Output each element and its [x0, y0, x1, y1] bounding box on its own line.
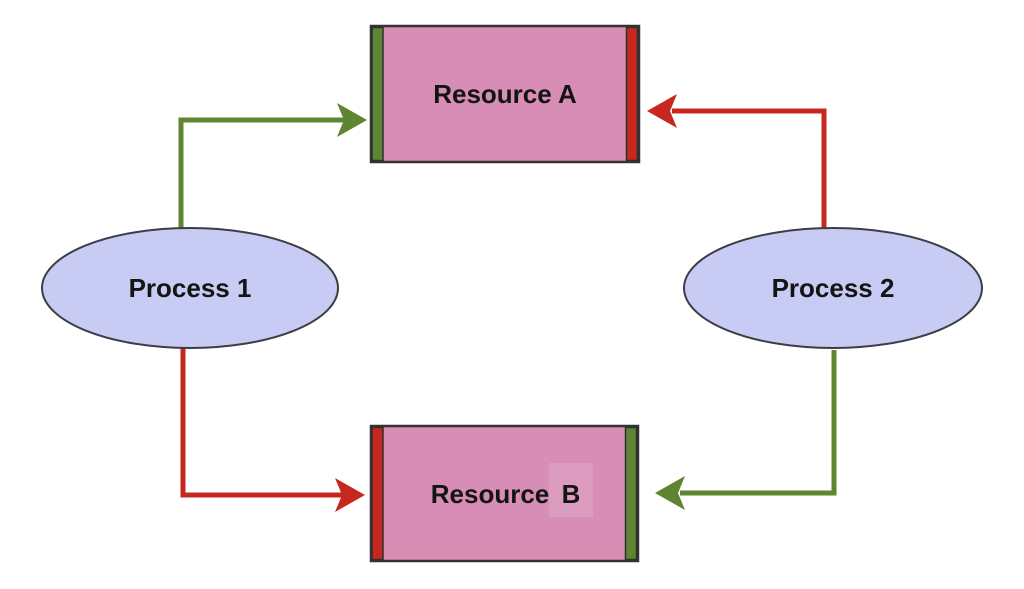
process-1-label: Process 1 — [129, 273, 252, 303]
edge-process2-to-resourceA-line — [672, 108, 827, 233]
edge-process1-to-resourceB-arrowhead-icon — [335, 478, 365, 512]
process-2-label: Process 2 — [772, 273, 895, 303]
edge-process1-to-resourceA-arrowhead-icon — [337, 103, 367, 137]
resource-b-label: Resource — [431, 479, 550, 509]
process-2-ellipse — [683, 227, 983, 349]
node-process-2: Process 2 — [683, 227, 983, 349]
resource-b-red-strip — [371, 426, 384, 561]
resource-a-green-strip — [371, 26, 384, 162]
edge-process1-to-resourceA — [178, 103, 367, 232]
resource-b-box — [369, 424, 640, 563]
resource-b-label-letter: B — [562, 479, 581, 509]
resource-b-highlight-patch — [549, 463, 593, 517]
edge-process1-to-resourceB — [180, 340, 365, 512]
node-resource-b: Resource B — [369, 424, 640, 563]
resource-a-red-strip — [625, 26, 639, 162]
edge-process2-to-resourceA-arrowhead-icon — [647, 94, 677, 128]
edge-process1-to-resourceB-line — [180, 340, 344, 498]
resource-a-label: Resource A — [433, 79, 577, 109]
node-process-1: Process 1 — [41, 227, 339, 349]
resource-a-box — [369, 24, 641, 164]
edge-process1-to-resourceA-line — [178, 117, 346, 232]
edge-process2-to-resourceB-line — [680, 350, 837, 496]
process-1-ellipse — [41, 227, 339, 349]
edge-process2-to-resourceB — [655, 350, 837, 510]
node-resource-a: Resource A — [369, 24, 641, 164]
edge-process2-to-resourceA — [647, 94, 827, 233]
resource-b-green-strip — [624, 426, 638, 561]
edge-process2-to-resourceB-arrowhead-icon — [655, 476, 685, 510]
